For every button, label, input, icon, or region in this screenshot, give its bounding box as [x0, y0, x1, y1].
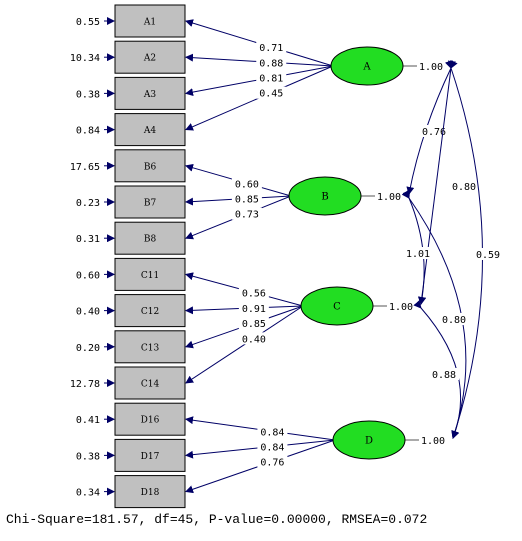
loading-value-A-A1: 0.71	[259, 43, 283, 54]
latent-B	[288, 176, 362, 216]
observed-label-D16: D16	[141, 416, 160, 426]
loading-label-bg-A1	[256, 41, 287, 54]
latent-variance-A: 1.00	[419, 62, 443, 73]
latent-variance-D: 1.00	[421, 436, 445, 447]
observed-label-D18: D18	[141, 488, 160, 498]
observed-label-C14: C14	[141, 380, 160, 390]
loading-label-bg-B7	[231, 192, 262, 205]
loading-value-C-C12: 0.91	[242, 304, 266, 315]
observed-box-B8	[114, 221, 186, 255]
observed-label-A1: A1	[143, 18, 156, 28]
observed-label-A4: A4	[143, 126, 156, 136]
covariance-value-B-D: 0.80	[442, 315, 466, 326]
observed-box-C13	[114, 330, 186, 364]
loading-label-bg-D16	[257, 425, 288, 438]
loading-value-B-B7: 0.85	[235, 195, 259, 206]
error-variance-A2: 10.34	[70, 53, 100, 64]
observed-box-D16	[114, 402, 186, 436]
error-variance-B6: 17.65	[70, 162, 100, 173]
error-variance-A1: 0.55	[76, 17, 100, 28]
loading-label-bg-A3	[256, 71, 287, 84]
latent-label-A: A	[362, 62, 371, 73]
loading-label-bg-A4	[256, 86, 287, 99]
observed-box-A4	[114, 113, 186, 147]
observed-label-B8: B8	[144, 235, 157, 245]
observed-box-A1	[114, 4, 186, 38]
error-variance-A4: 0.84	[76, 126, 100, 137]
observed-box-C14	[114, 366, 186, 400]
observed-label-C12: C12	[141, 307, 159, 317]
error-variance-D16: 0.41	[76, 415, 100, 426]
loading-value-C-C14: 0.40	[242, 334, 266, 345]
observed-label-C13: C13	[141, 343, 160, 353]
observed-box-B7	[114, 185, 186, 219]
latent-label-C: C	[333, 302, 341, 313]
observed-box-C12	[114, 294, 186, 328]
error-variance-A3: 0.38	[76, 89, 100, 100]
loading-label-bg-A2	[256, 56, 287, 69]
observed-box-A3	[114, 76, 186, 110]
loading-value-B-B6: 0.60	[235, 179, 259, 190]
latent-label-D: D	[365, 436, 373, 447]
observed-label-C11: C11	[141, 271, 159, 281]
loading-label-bg-C11	[238, 286, 269, 299]
loading-label-bg-B6	[231, 177, 262, 190]
covariance-value-A-D: 0.59	[476, 250, 500, 261]
loading-value-A-A3: 0.81	[259, 74, 283, 85]
observed-label-A2: A2	[143, 54, 156, 64]
latent-A	[330, 46, 404, 86]
error-variance-B8: 0.31	[76, 234, 100, 245]
loading-value-C-C13: 0.85	[242, 319, 266, 330]
observed-box-C11	[114, 257, 186, 291]
loading-label-bg-B8	[231, 207, 262, 220]
loading-value-B-B8: 0.73	[235, 210, 259, 221]
fit-statistics: Chi-Square=181.57, df=45, P-value=0.0000…	[6, 512, 428, 527]
observed-box-A2	[114, 40, 186, 74]
observed-box-D18	[114, 475, 186, 509]
error-variance-C11: 0.60	[76, 270, 100, 281]
latent-C	[300, 286, 374, 326]
observed-label-B7: B7	[144, 199, 157, 209]
covariance-value-B-C: 1.01	[406, 249, 430, 260]
loading-label-bg-C14	[238, 332, 269, 345]
observed-box-D17	[114, 438, 186, 472]
observed-label-B6: B6	[144, 162, 157, 172]
loading-value-D-D17: 0.84	[260, 442, 284, 453]
loading-label-bg-D17	[257, 440, 288, 453]
observed-label-A3: A3	[143, 90, 156, 100]
covariance-value-A-C: 0.80	[452, 182, 476, 193]
loading-arrow-C-C14	[185, 305, 304, 384]
loading-label-bg-C12	[238, 301, 269, 314]
error-variance-C14: 12.78	[70, 379, 100, 390]
error-variance-D18: 0.34	[76, 488, 100, 499]
loading-value-A-A4: 0.45	[259, 89, 283, 100]
error-variance-C13: 0.20	[76, 343, 100, 354]
loading-value-A-A2: 0.88	[259, 58, 283, 69]
latent-variance-B: 1.00	[377, 192, 401, 203]
latent-variance-C: 1.00	[389, 302, 413, 313]
observed-label-D17: D17	[141, 452, 160, 462]
loading-label-bg-D18	[257, 455, 288, 468]
error-variance-B7: 0.23	[76, 198, 100, 209]
loading-value-D-D16: 0.84	[260, 427, 284, 438]
latent-label-B: B	[321, 192, 328, 203]
loading-value-D-D18: 0.76	[260, 458, 284, 469]
loading-label-bg-C13	[238, 317, 269, 330]
latent-D	[332, 420, 406, 460]
observed-box-B6	[114, 149, 186, 183]
covariance-value-C-D: 0.88	[432, 370, 456, 381]
covariance-label-bg-C-D	[429, 368, 459, 380]
covariance-label-bg-A-D	[473, 248, 503, 260]
error-variance-D17: 0.38	[76, 451, 100, 462]
error-variance-C12: 0.40	[76, 307, 100, 318]
loading-value-C-C11: 0.56	[242, 289, 266, 300]
